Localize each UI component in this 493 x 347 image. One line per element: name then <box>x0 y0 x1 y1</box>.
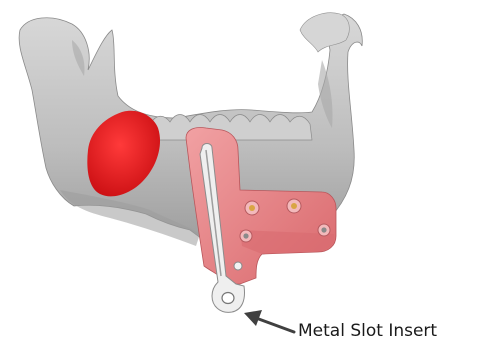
annotation-label: Metal Slot Insert <box>298 321 437 341</box>
annotation-arrow-icon <box>244 310 294 332</box>
insert-ring-hole <box>222 293 234 304</box>
